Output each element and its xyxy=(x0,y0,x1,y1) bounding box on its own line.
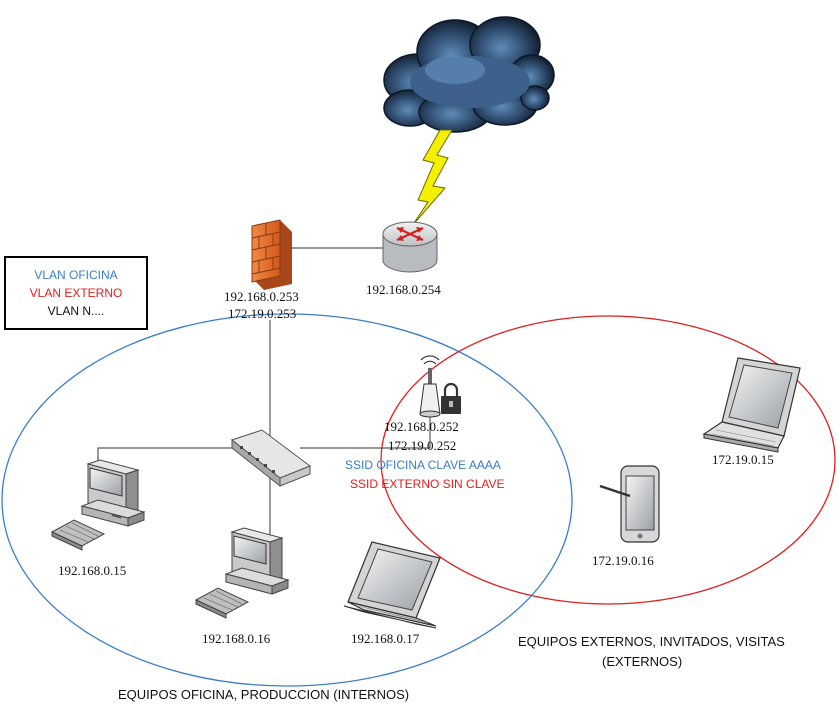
laptop-icon xyxy=(343,541,441,629)
router-icon xyxy=(382,221,438,273)
legend-item-vlan-oficina: VLAN OFICINA xyxy=(34,268,118,282)
desktop-pc-icon xyxy=(50,459,146,551)
firewall-ip-1: 192.168.0.253 xyxy=(224,289,299,304)
access-point-ip-2: 172.19.0.252 xyxy=(388,438,457,453)
pc1-ip: 192.168.0.15 xyxy=(58,563,127,578)
legend-item-vlan-n: VLAN N.... xyxy=(47,304,105,318)
laptop-external-ip: 172.19.0.15 xyxy=(712,452,774,467)
internal-vlan-zone xyxy=(1,313,573,687)
network-links xyxy=(97,247,431,540)
tablet-external-ip: 172.19.0.16 xyxy=(592,553,654,568)
external-zone-caption-line1: EQUIPOS EXTERNOS, INVITADOS, VISITAS xyxy=(518,634,785,649)
lightning-icon xyxy=(411,129,453,227)
ssid-office-label: SSID OFICINA CLAVE AAAA xyxy=(345,458,501,472)
legend-item-vlan-externo: VLAN EXTERNO xyxy=(29,286,123,300)
router-ip: 192.168.0.254 xyxy=(366,282,441,297)
firewall-ip-2: 172.19.0.253 xyxy=(228,306,297,321)
switch-icon xyxy=(230,429,312,488)
access-point-icon xyxy=(419,355,441,418)
desktop-pc-icon xyxy=(194,527,290,619)
laptop-icon xyxy=(702,357,801,453)
internal-zone-caption: EQUIPOS OFICINA, PRODUCCION (INTERNOS) xyxy=(118,687,410,702)
laptop-internal-ip: 192.168.0.17 xyxy=(351,631,420,646)
firewall-icon xyxy=(251,219,292,290)
ssid-external-label: SSID EXTERNO SIN CLAVE xyxy=(350,477,505,491)
vlan-legend: VLAN OFICINA VLAN EXTERNO VLAN N.... xyxy=(4,256,148,330)
cloud-icon xyxy=(383,16,555,133)
external-vlan-zone xyxy=(380,315,836,605)
tablet-icon xyxy=(599,465,660,543)
lock-icon xyxy=(441,382,461,414)
external-zone-caption-line2: (EXTERNOS) xyxy=(602,654,683,669)
pc2-ip: 192.168.0.16 xyxy=(202,631,271,646)
access-point-ip-1: 192.168.0.252 xyxy=(384,419,459,434)
